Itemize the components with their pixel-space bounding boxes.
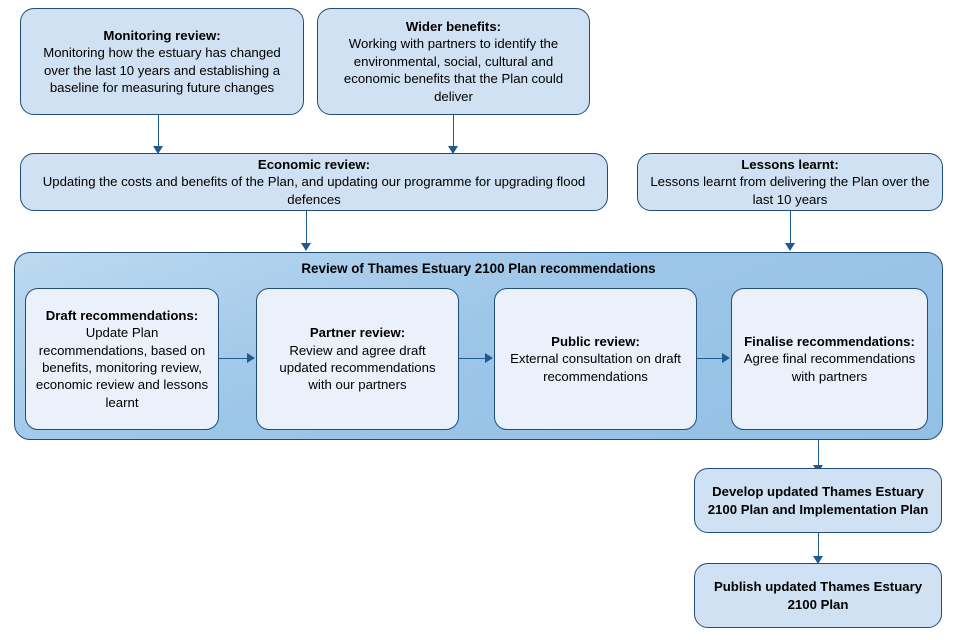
connector-draft-to-partner bbox=[219, 358, 247, 359]
node-public-review-text: Public review: External consultation on d… bbox=[504, 333, 687, 385]
connector-public-to-finalise bbox=[697, 358, 722, 359]
connector-partner-to-public bbox=[459, 358, 485, 359]
node-lessons-learnt[interactable]: Lessons learnt: Lessons learnt from deliv… bbox=[637, 153, 943, 211]
node-wider-benefits-text: Wider benefits: Working with partners to … bbox=[327, 18, 580, 105]
connector-monitoring-to-economic bbox=[158, 115, 159, 148]
arrowhead-partner-to-public bbox=[485, 353, 493, 363]
node-partner-review[interactable]: Partner review:Review and agree draft up… bbox=[256, 288, 459, 430]
node-develop-updated-plan-text: Develop updated Thames Estuary 2100 Plan… bbox=[707, 484, 929, 517]
node-economic-review[interactable]: Economic review: Updating the costs and b… bbox=[20, 153, 608, 211]
arrowhead-public-to-finalise bbox=[722, 353, 730, 363]
node-monitoring-review-heading: Monitoring review: bbox=[103, 27, 221, 43]
connector-review-to-develop bbox=[818, 440, 819, 467]
node-draft-recommendations[interactable]: Draft recommendations: Update Plan recomm… bbox=[25, 288, 219, 430]
node-public-review-body: External consultation on draft recommend… bbox=[510, 351, 681, 384]
node-finalise-recommendations-text: Finalise recommendations: Agree final rec… bbox=[741, 333, 918, 385]
node-public-review-heading: Public review: bbox=[551, 333, 640, 349]
connector-lessons-to-review bbox=[790, 211, 791, 245]
node-finalise-recommendations[interactable]: Finalise recommendations: Agree final rec… bbox=[731, 288, 928, 430]
node-wider-benefits-body: Working with partners to identify the en… bbox=[343, 36, 564, 104]
arrowhead-develop-to-publish bbox=[812, 556, 823, 564]
arrowhead-monitoring-to-economic bbox=[152, 146, 163, 154]
node-finalise-recommendations-body: Agree final recommendations with partner… bbox=[743, 351, 916, 384]
node-lessons-learnt-heading: Lessons learnt: bbox=[741, 156, 839, 172]
node-draft-recommendations-heading: Draft recommendations: bbox=[45, 307, 199, 323]
node-finalise-recommendations-heading: Finalise recommendations: bbox=[744, 333, 915, 349]
node-wider-benefits[interactable]: Wider benefits: Working with partners to … bbox=[317, 8, 590, 115]
review-container-title: Review of Thames Estuary 2100 Plan recom… bbox=[301, 261, 656, 276]
connector-economic-to-review bbox=[306, 211, 307, 245]
node-public-review[interactable]: Public review: External consultation on d… bbox=[494, 288, 697, 430]
node-economic-review-heading: Economic review: bbox=[257, 156, 371, 172]
node-lessons-learnt-body: Lessons learnt from delivering the Plan … bbox=[650, 174, 930, 207]
connector-develop-to-publish bbox=[818, 533, 819, 558]
node-lessons-learnt-text: Lessons learnt: Lessons learnt from deliv… bbox=[647, 156, 933, 208]
node-draft-recommendations-body: Update Plan recommendations, based on be… bbox=[35, 325, 209, 410]
node-economic-review-text: Economic review: Updating the costs and b… bbox=[30, 156, 598, 208]
arrowhead-draft-to-partner bbox=[247, 353, 255, 363]
node-publish-updated-plan[interactable]: Publish updated Thames Estuary 2100 Plan bbox=[694, 563, 942, 628]
node-monitoring-review[interactable]: Monitoring review: Monitoring how the est… bbox=[20, 8, 304, 115]
node-publish-updated-plan-text: Publish updated Thames Estuary 2100 Plan bbox=[713, 579, 923, 612]
node-economic-review-body: Updating the costs and benefits of the P… bbox=[42, 174, 586, 207]
node-monitoring-review-body: Monitoring how the estuary has changed o… bbox=[43, 45, 281, 95]
node-wider-benefits-heading: Wider benefits: bbox=[405, 18, 502, 34]
node-partner-review-heading: Partner review: bbox=[309, 325, 406, 341]
arrowhead-lessons-to-review bbox=[784, 243, 795, 251]
arrowhead-wider-benefits-to-economic bbox=[447, 146, 458, 154]
node-develop-updated-plan[interactable]: Develop updated Thames Estuary 2100 Plan… bbox=[694, 468, 942, 533]
node-partner-review-body: Review and agree draft updated recommend… bbox=[279, 342, 436, 393]
connector-wider-benefits-to-economic bbox=[453, 115, 454, 148]
node-monitoring-review-text: Monitoring review: Monitoring how the est… bbox=[30, 27, 294, 97]
arrowhead-economic-to-review bbox=[300, 243, 311, 251]
node-draft-recommendations-text: Draft recommendations: Update Plan recomm… bbox=[35, 307, 209, 412]
node-partner-review-text: Partner review:Review and agree draft up… bbox=[266, 324, 449, 394]
